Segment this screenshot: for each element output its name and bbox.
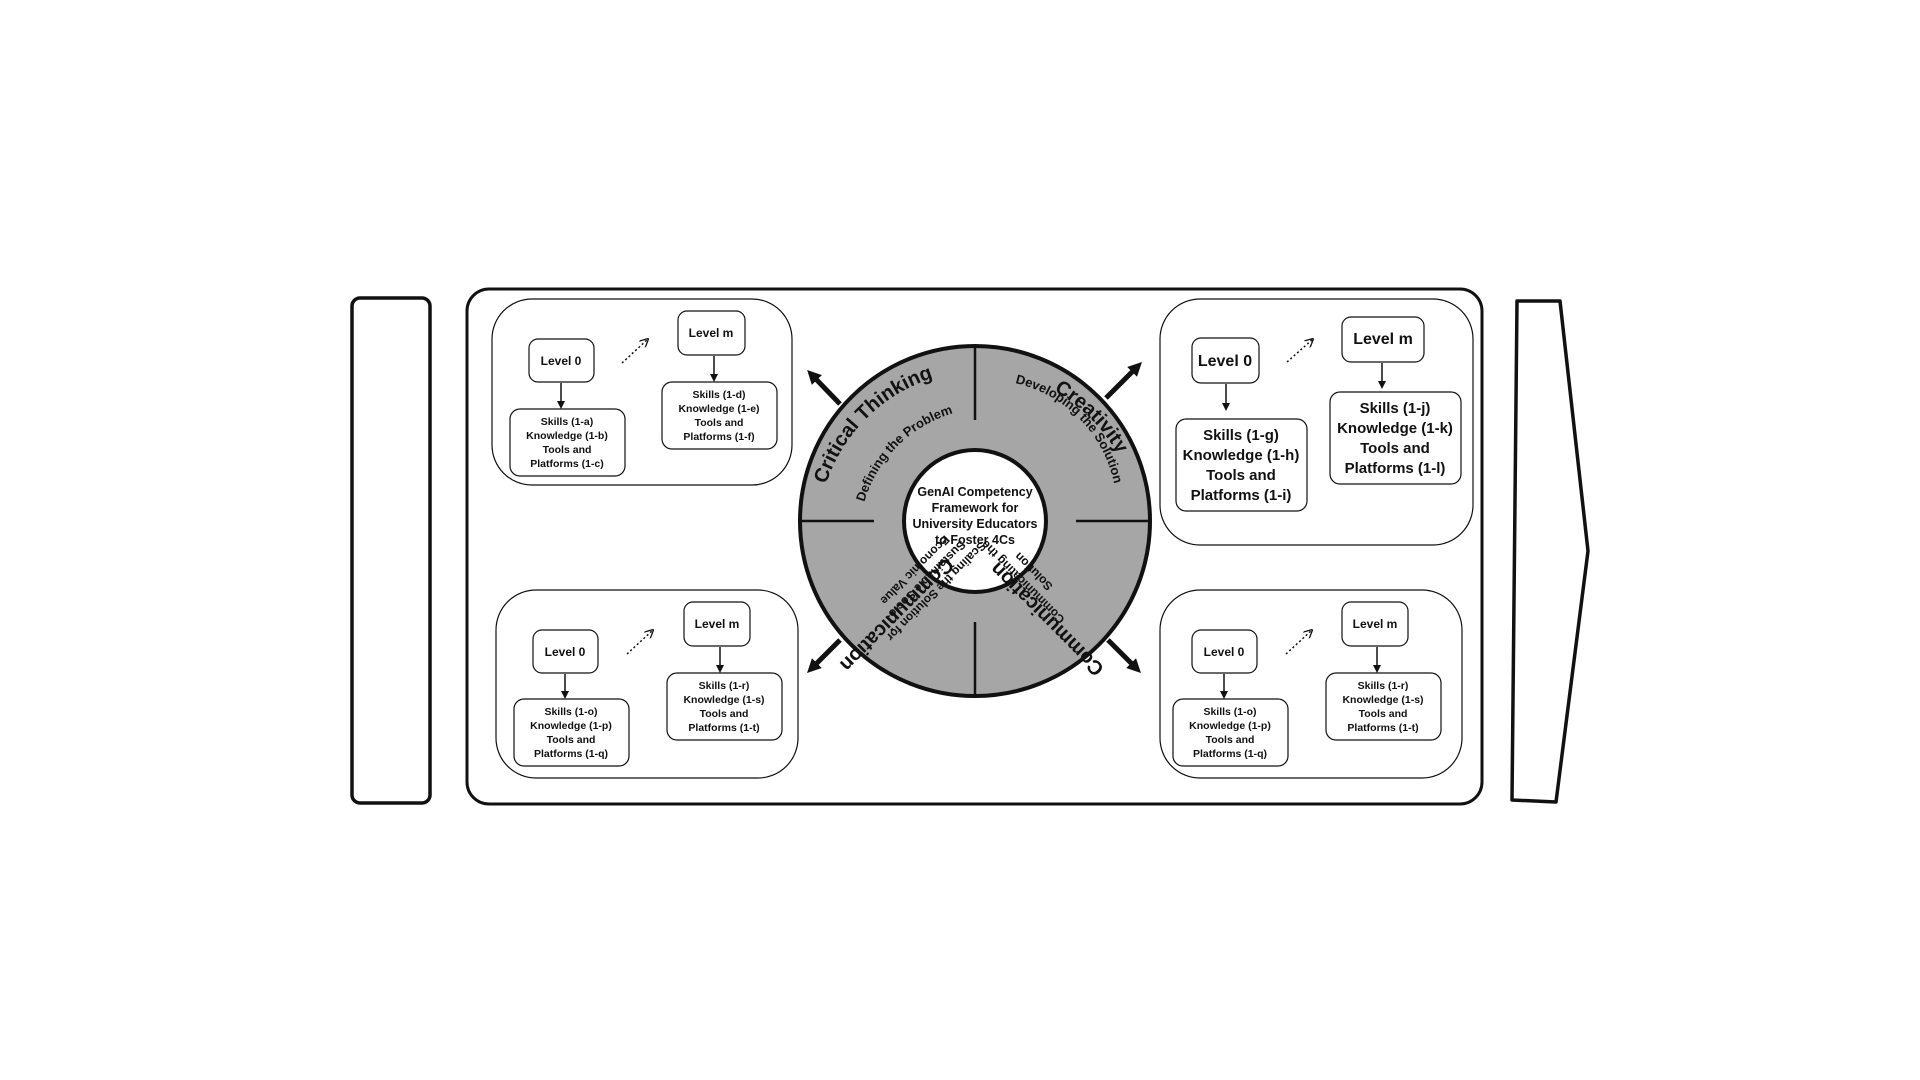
level-start-details xyxy=(1175,418,1308,512)
detail-line: Knowledge (1-h) xyxy=(1183,447,1300,464)
detail-line: Tools and xyxy=(1360,440,1430,457)
detail-line: Tools and xyxy=(547,734,596,746)
detail-line: Knowledge (1-s) xyxy=(683,694,764,706)
detail-line: Tools and xyxy=(543,444,592,456)
detail-line: Knowledge (1-k) xyxy=(1337,420,1453,437)
level-start-label: Level 0 xyxy=(1204,645,1245,659)
detail-line: Tools and xyxy=(1206,467,1276,484)
dotted-progress-arrow xyxy=(1286,339,1313,363)
detail-line: Platforms (1-t) xyxy=(1347,722,1418,734)
level-end-details xyxy=(661,381,778,450)
detail-line: Knowledge (1-e) xyxy=(678,403,759,415)
detail-line: Platforms (1-l) xyxy=(1345,460,1446,477)
detail-line: Platforms (1-i) xyxy=(1191,487,1292,504)
detail-line: Platforms (1-q) xyxy=(1193,748,1267,760)
center-title-line: GenAI Competency xyxy=(917,485,1032,499)
level-end-details xyxy=(1329,391,1462,485)
level-end-label: Level m xyxy=(689,326,734,340)
level-end-box xyxy=(1341,601,1409,647)
detail-line: Knowledge (1-b) xyxy=(526,430,608,442)
detail-line: Platforms (1-q) xyxy=(534,748,608,760)
detail-line: Tools and xyxy=(700,708,749,720)
level-end-box xyxy=(677,310,746,356)
center-hub xyxy=(902,448,1048,594)
level-start-box xyxy=(1191,337,1260,384)
level-end-label: Level m xyxy=(695,617,740,631)
detail-line: Skills (1-j) xyxy=(1360,400,1431,417)
dotted-progress-arrow xyxy=(626,630,653,655)
detail-line: Tools and xyxy=(1359,708,1408,720)
level-end-details xyxy=(666,672,783,741)
detail-line: Skills (1-r) xyxy=(1358,680,1409,692)
level-start-box xyxy=(532,629,599,674)
level-start-details xyxy=(513,698,630,767)
level-start-label: Level 0 xyxy=(1198,353,1252,370)
detail-line: Skills (1-d) xyxy=(692,389,745,401)
level-end-label: Level m xyxy=(1353,617,1398,631)
detail-line: Platforms (1-t) xyxy=(688,722,759,734)
left-bar xyxy=(350,296,432,805)
level-start-label: Level 0 xyxy=(545,645,586,659)
arrow-to-communication-panel-right xyxy=(1106,638,1141,673)
detail-line: Tools and xyxy=(1206,734,1255,746)
level-end-box xyxy=(1341,316,1425,363)
arrow-to-creativity-panel xyxy=(1104,362,1142,400)
level-end-box xyxy=(683,601,751,647)
arrow-to-communication-panel-left xyxy=(807,638,842,673)
detail-line: Skills (1-r) xyxy=(699,680,750,692)
detail-line: Skills (1-g) xyxy=(1203,427,1279,444)
center-title-line: to Foster 4Cs xyxy=(935,533,1015,547)
right-arrow-bar xyxy=(1510,299,1590,804)
detail-line: Knowledge (1-s) xyxy=(1342,694,1423,706)
dotted-progress-arrow xyxy=(1285,630,1312,655)
detail-line: Skills (1-o) xyxy=(1203,706,1256,718)
level-start-details xyxy=(509,408,626,477)
level-start-box xyxy=(528,338,595,383)
level-start-box xyxy=(1191,629,1258,674)
center-title-line: Framework for xyxy=(932,501,1019,515)
detail-line: Skills (1-a) xyxy=(541,416,594,428)
detail-line: Skills (1-o) xyxy=(544,706,597,718)
detail-line: Platforms (1-f) xyxy=(683,431,754,443)
center-title-line: University Educators xyxy=(912,517,1037,531)
detail-line: Knowledge (1-p) xyxy=(530,720,612,732)
detail-line: Tools and xyxy=(695,417,744,429)
level-end-details xyxy=(1325,672,1442,741)
arrow-to-critical-thinking-panel xyxy=(807,369,842,406)
level-start-label: Level 0 xyxy=(541,354,582,368)
detail-line: Platforms (1-c) xyxy=(530,458,604,470)
detail-line: Knowledge (1-p) xyxy=(1189,720,1271,732)
dotted-progress-arrow xyxy=(621,339,648,364)
level-start-details xyxy=(1172,698,1289,767)
level-end-label: Level m xyxy=(1353,331,1413,348)
